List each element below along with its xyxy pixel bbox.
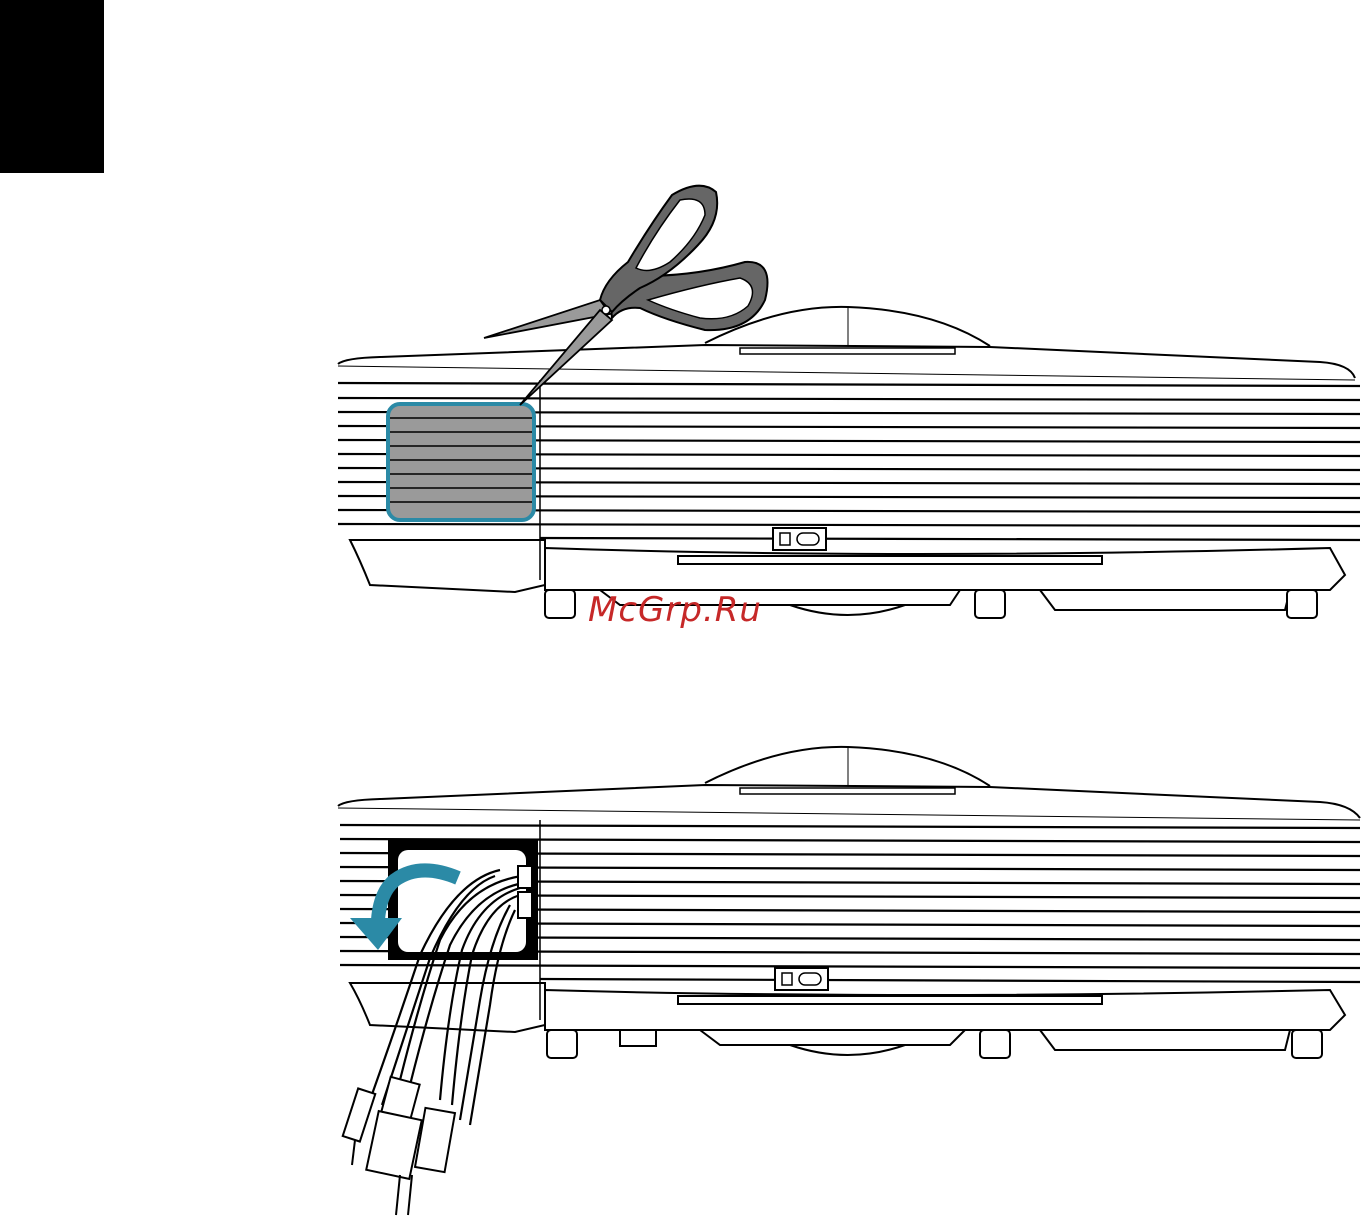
projector-body-top (338, 785, 1360, 820)
watermark: McGrp.Ru (588, 590, 762, 630)
kensington-lock-icon (775, 968, 828, 990)
projector-base (350, 983, 1345, 1050)
